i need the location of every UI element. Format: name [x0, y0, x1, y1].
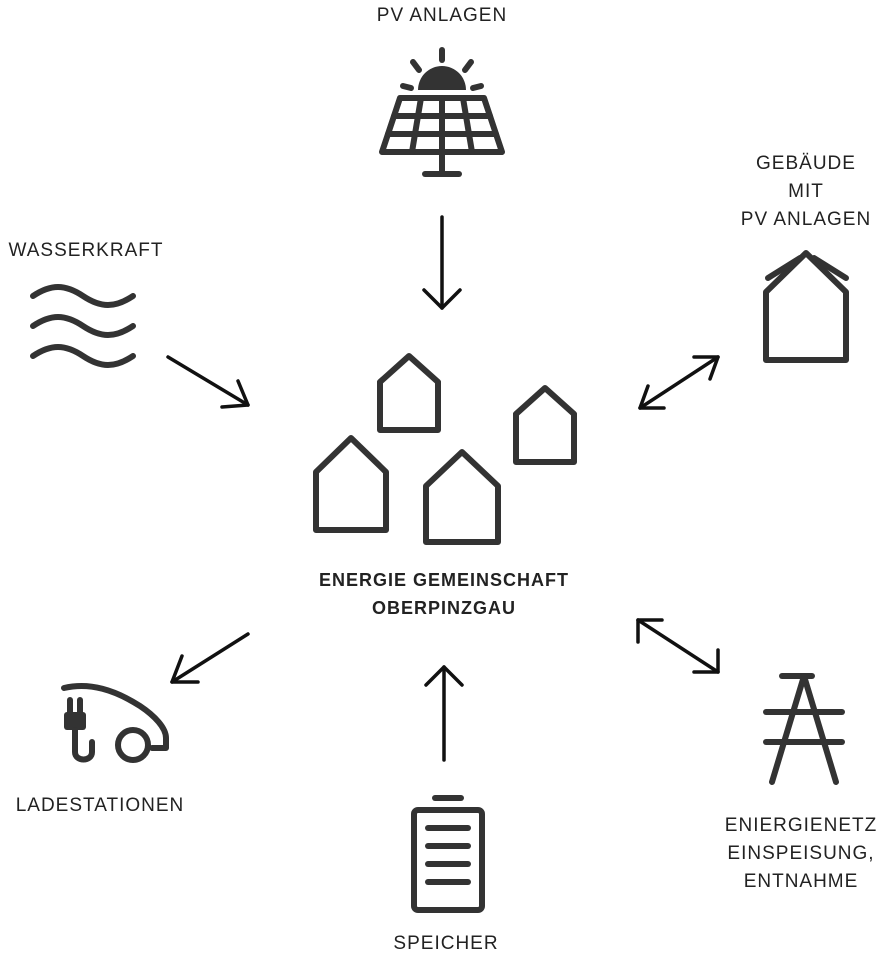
pv-label: PV ANLAGEN	[376, 5, 508, 26]
building-label-line-1: GEBÄUDE	[756, 153, 856, 174]
building-label-line-2: MIT	[788, 181, 824, 202]
grid-label-line-3: ENTNAHME	[743, 871, 859, 892]
center-label-line-2: OBERPINZGAU	[371, 598, 516, 618]
arrow-water-to-center	[166, 355, 250, 409]
water-label: WASSERKRAFT	[8, 240, 164, 261]
ev-charging-icon	[61, 683, 169, 763]
building-label-line-3: PV ANLAGEN	[740, 209, 872, 230]
battery-icon	[411, 795, 485, 913]
arrow-storage-to-center	[424, 665, 464, 762]
houses-group-icon	[313, 353, 577, 545]
center-label-line-1: ENERGIE GEMEINSCHAFT	[318, 570, 570, 590]
grid-label-line-2: EINSPEISUNG,	[727, 843, 875, 864]
arrow-pv-to-center	[422, 215, 462, 310]
house-icon	[763, 250, 849, 363]
arrow-building-bidirectional	[638, 355, 720, 410]
solar-panel-icon	[379, 47, 505, 177]
waves-icon	[30, 284, 136, 368]
building-label: GEBÄUDE MIT PV ANLAGEN	[726, 150, 886, 234]
storage-label: SPEICHER	[393, 933, 499, 954]
arrow-grid-bidirectional	[636, 618, 720, 674]
charging-label: LADESTATIONEN	[15, 795, 185, 816]
grid-label-line-1: ENIERGIENETZ	[724, 815, 878, 836]
grid-label: ENIERGIENETZ EINSPEISUNG, ENTNAHME	[716, 812, 886, 896]
power-pylon-icon	[763, 673, 845, 785]
center-label: ENERGIE GEMEINSCHAFT OBERPINZGAU	[294, 566, 594, 622]
arrow-center-to-charging	[170, 632, 250, 684]
